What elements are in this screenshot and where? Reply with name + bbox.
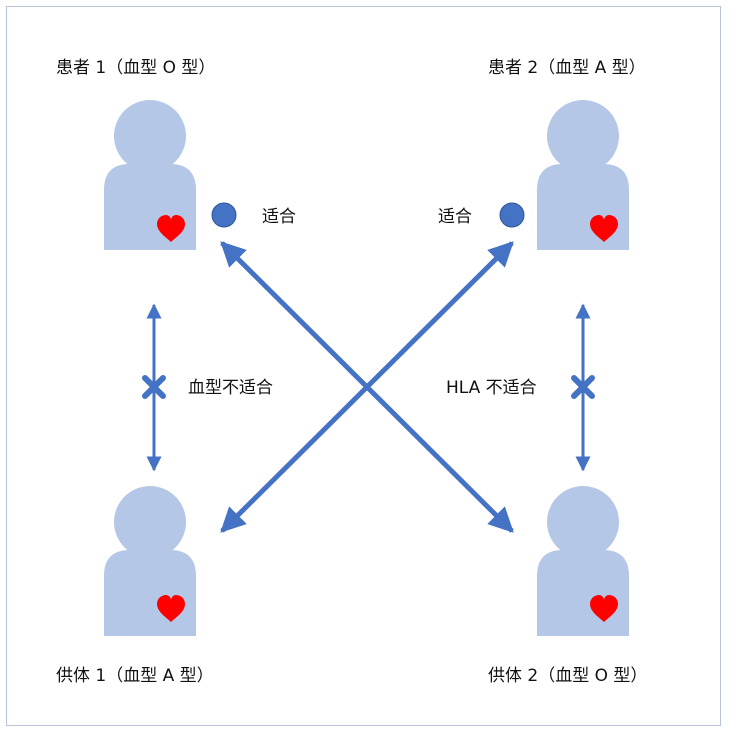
patient-2-heart-icon: [590, 215, 618, 242]
donor-2-figure: [537, 486, 629, 636]
donor-1-figure: [104, 486, 196, 636]
patient-2-figure: [537, 100, 629, 250]
diagram-frame: [6, 6, 721, 726]
match-dot-right: [499, 202, 525, 228]
patient-2-body: [537, 164, 629, 250]
donor-2-body: [537, 550, 629, 636]
patient-1-head: [114, 100, 186, 172]
donor-2-head: [547, 486, 619, 558]
arrow-donor1-to-patient2: [220, 241, 514, 533]
donor-1-label: 供体 1（血型 A 型）: [56, 666, 214, 686]
donor-1-head: [114, 486, 186, 558]
match-label-left: 适合: [262, 207, 296, 227]
patient-2-label: 患者 2（血型 A 型）: [488, 58, 646, 78]
donor-1-heart-icon: [157, 595, 185, 622]
incompatible-label-left: 血型不适合: [188, 378, 273, 398]
patient-1-body: [104, 164, 196, 250]
match-label-right: 适合: [438, 207, 472, 227]
donor-1-body: [104, 550, 196, 636]
cross-mark-right-icon: [571, 375, 595, 399]
cross-mark-left-icon: [142, 375, 166, 399]
patient-1-heart-icon: [157, 215, 185, 242]
donor-2-heart-icon: [590, 595, 618, 622]
donor-2-label: 供体 2（血型 O 型）: [488, 666, 648, 686]
patient-1-figure: [104, 100, 196, 250]
match-dot-left: [211, 202, 237, 228]
patient-1-label: 患者 1（血型 O 型）: [56, 58, 216, 78]
patient-2-head: [547, 100, 619, 172]
incompatible-label-right: HLA 不适合: [446, 378, 537, 398]
